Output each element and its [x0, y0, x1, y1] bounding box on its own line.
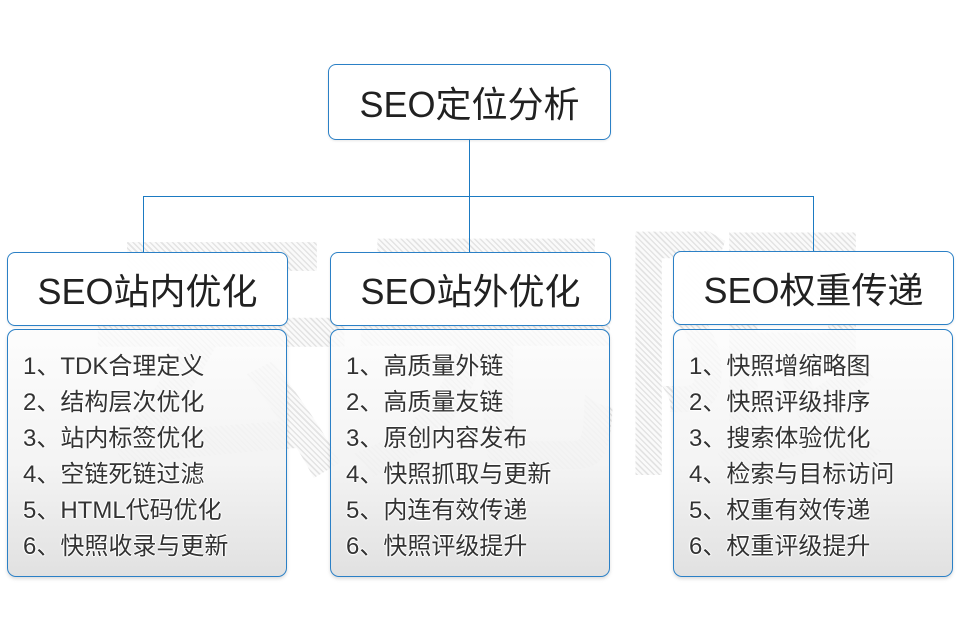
column-header-label: SEO站外优化: [360, 271, 581, 312]
root-node-label: SEO定位分析: [359, 84, 580, 125]
list-item: 5、HTML代码优化: [23, 497, 222, 524]
list-item: 5、权重有效传递: [689, 497, 871, 524]
column-header-label: SEO站内优化: [37, 271, 258, 312]
list-item: 2、结构层次优化: [23, 389, 205, 416]
root-node: SEO定位分析: [328, 64, 611, 140]
connector-horizontal: [143, 196, 814, 197]
list-item: 6、快照评级提升: [346, 533, 528, 560]
list-item: 2、高质量友链: [346, 389, 504, 416]
item-list: 1、快照增缩略图 2、快照评级排序 3、搜索体验优化 4、检索与目标访问 5、权…: [674, 330, 952, 565]
column-header-offsite: SEO站外优化: [330, 252, 611, 326]
column-header-label: SEO权重传递: [703, 270, 924, 311]
list-item: 4、检索与目标访问: [689, 461, 895, 488]
list-item: 5、内连有效传递: [346, 497, 528, 524]
list-item: 4、快照抓取与更新: [346, 461, 552, 488]
list-item: 4、空链死链过滤: [23, 461, 205, 488]
column-panel-offsite: 1、高质量外链 2、高质量友链 3、原创内容发布 4、快照抓取与更新 5、内连有…: [330, 329, 610, 577]
list-item: 2、快照评级排序: [689, 389, 871, 416]
list-item: 3、搜索体验优化: [689, 425, 871, 452]
list-item: 3、原创内容发布: [346, 425, 528, 452]
list-item: 1、TDK合理定义: [23, 353, 205, 380]
column-header-onsite: SEO站内优化: [7, 252, 288, 326]
connector-drop-left: [143, 197, 144, 252]
connector-drop-right: [813, 197, 814, 251]
list-item: 6、快照收录与更新: [23, 533, 229, 560]
list-item: 3、站内标签优化: [23, 425, 205, 452]
column-panel-weight: 1、快照增缩略图 2、快照评级排序 3、搜索体验优化 4、检索与目标访问 5、权…: [673, 329, 953, 577]
list-item: 1、高质量外链: [346, 353, 504, 380]
item-list: 1、TDK合理定义 2、结构层次优化 3、站内标签优化 4、空链死链过滤 5、H…: [8, 330, 286, 565]
list-item: 1、快照增缩略图: [689, 353, 871, 380]
list-item: 6、权重评级提升: [689, 533, 871, 560]
item-list: 1、高质量外链 2、高质量友链 3、原创内容发布 4、快照抓取与更新 5、内连有…: [331, 330, 609, 565]
column-header-weight: SEO权重传递: [673, 251, 954, 325]
connector-root-drop: [469, 138, 470, 197]
column-panel-onsite: 1、TDK合理定义 2、结构层次优化 3、站内标签优化 4、空链死链过滤 5、H…: [7, 329, 287, 577]
connector-drop-middle: [469, 197, 470, 252]
